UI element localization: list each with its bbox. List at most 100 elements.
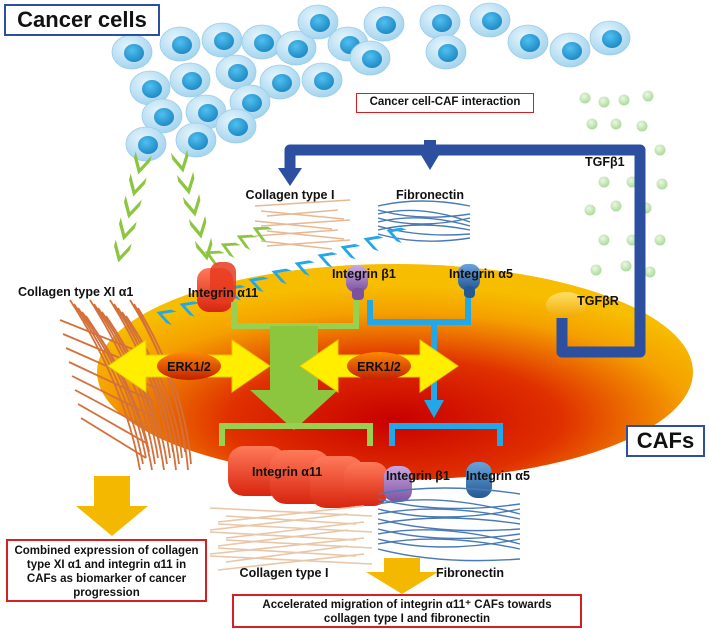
tgfbr-label: TGFβR: [577, 294, 619, 308]
erk-arrow-right: [299, 339, 459, 393]
erk-right-label: ERK1/2: [357, 360, 401, 374]
cafs-title: CAFs: [626, 425, 705, 457]
integrin-b1-top: [346, 266, 368, 300]
cancer-cells-title: Cancer cells: [4, 4, 160, 36]
cancer-cell: [185, 94, 227, 130]
tgfb1-particle: [636, 120, 648, 132]
cancer-cell-cluster: [111, 2, 631, 162]
chevron: [294, 260, 315, 276]
tgfb1-particle: [579, 92, 591, 104]
interaction-label: Cancer cell-CAF interaction: [356, 93, 534, 113]
tgfb1-particle: [598, 234, 610, 246]
cancer-cell: [297, 4, 339, 40]
integrin-b1-top-label: Integrin β1: [332, 267, 396, 281]
tgfb1-particle: [654, 144, 666, 156]
cancer-cell: [215, 54, 257, 90]
cancer-cell: [507, 24, 549, 60]
cancer-cell: [111, 34, 153, 70]
erk-arrow-left: [107, 339, 271, 393]
integrin-a11-cluster-bottom: [228, 446, 388, 508]
chevron: [204, 250, 225, 267]
tgfb1-particle: [656, 178, 668, 190]
cancer-cell: [241, 24, 283, 60]
chevron: [124, 195, 142, 219]
chevron: [271, 268, 292, 285]
cancer-cell: [159, 26, 201, 62]
chevron: [134, 151, 152, 175]
chevron: [179, 301, 200, 317]
tgfb1-particles: [579, 90, 668, 278]
integrin-b1-bottom: [384, 466, 412, 502]
tgfb1-particle: [598, 176, 610, 188]
cancer-cell: [589, 20, 631, 56]
tgfb1-label: TGFβ1: [585, 155, 625, 169]
tgfb1-particle: [644, 266, 656, 278]
collagen-i-fibers-top: [254, 199, 351, 250]
chevron: [170, 149, 189, 173]
integrin-a11-bottom-label: Integrin α11: [252, 465, 322, 479]
fibronectin-fibers-bottom: [377, 487, 521, 562]
chevron: [156, 309, 177, 326]
chevron: [252, 226, 273, 243]
cancer-cell: [469, 2, 511, 38]
blue-arrowhead: [424, 400, 444, 418]
chevron: [317, 252, 338, 268]
cancer-cell: [175, 122, 217, 158]
feedback-arrowhead-fibronectin: [418, 150, 442, 170]
collagen-i-fibers-bottom: [209, 505, 373, 571]
tgfb1-particle: [618, 94, 630, 106]
tgfb1-particle: [642, 90, 654, 102]
integrin-a11-top-label: Integrin α11: [188, 286, 258, 300]
cancer-cell: [275, 30, 317, 66]
chevron: [119, 217, 137, 241]
green-bracket-lower: [219, 423, 373, 446]
chevron: [386, 227, 407, 244]
chevron: [188, 215, 207, 239]
chevron: [129, 173, 147, 197]
chevron: [236, 234, 257, 251]
green-chevron-arrows: [114, 149, 273, 267]
tgfb1-particle: [610, 118, 622, 130]
orange-arrow-migration: [366, 558, 438, 594]
cancer-cell: [141, 98, 183, 134]
cancer-cell: [125, 126, 167, 162]
cancer-cell: [419, 4, 461, 40]
chevron: [248, 276, 269, 293]
integrin-a5-top-label: Integrin α5: [449, 267, 513, 281]
integrin-a5-top: [458, 264, 480, 298]
cancer-cell: [259, 64, 301, 100]
cancer-cell: [549, 32, 591, 68]
tgfb-feedback-arrow: [284, 144, 646, 358]
chevron: [114, 239, 132, 263]
tgfbr-receptor: [546, 292, 586, 318]
blue-bracket-lower: [389, 423, 503, 446]
tgfb1-particle: [620, 260, 632, 272]
feedback-arrowhead-collagen: [278, 168, 302, 186]
collagen-i-top-label: Collagen type I: [246, 188, 335, 202]
green-big-arrow: [250, 326, 338, 430]
chevron: [220, 242, 241, 259]
chevron: [340, 244, 361, 260]
integrin-a5-bottom-label: Integrin α5: [466, 469, 530, 483]
migration-conclusion-box: Accelerated migration of integrin α11⁺ C…: [232, 594, 582, 628]
fibronectin-bottom-label: Fibronectin: [436, 566, 504, 580]
erk-left-label: ERK1/2: [167, 360, 211, 374]
cancer-cell: [169, 62, 211, 98]
fibronectin-fibers-top: [377, 200, 471, 242]
cancer-cell: [425, 34, 467, 70]
tgfb1-particle: [584, 204, 596, 216]
cancer-cell: [301, 62, 343, 98]
tgfb1-particle: [598, 96, 610, 108]
integrin-a11-top: [197, 262, 236, 312]
tgfb1-particle: [654, 234, 666, 246]
cancer-cell: [201, 22, 243, 58]
orange-arrow-biomarker: [76, 476, 148, 536]
cancer-cell: [215, 108, 257, 144]
tgfb1-particle: [586, 118, 598, 130]
collagen-xi-label: Collagen type XI α1: [18, 285, 133, 299]
chevron: [182, 193, 201, 217]
tgfb1-particle: [590, 264, 602, 276]
integrin-b1-bottom-label: Integrin β1: [386, 469, 450, 483]
